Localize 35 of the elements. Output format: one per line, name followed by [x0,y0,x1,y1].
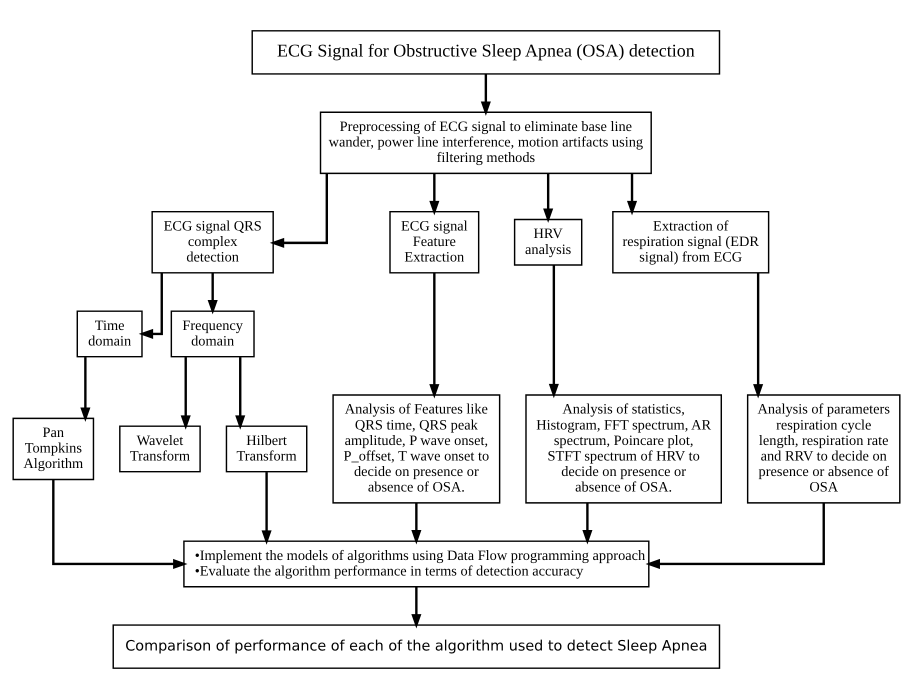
node-box: Preprocessing of ECG signal to eliminate base line wander, power line interference, motion artifacts using filtering methods [320,112,652,174]
node-box: Analysis of parameters respiration cycle length, respiration rate and RRV to decide on presence or absence of OSA [746,394,901,504]
arrow [480,74,491,116]
arrow [543,174,554,223]
arrow [208,273,218,314]
arrow [582,503,592,544]
arrow [411,503,422,544]
node-box: Comparison of performance of each of the algorithm used to detect Sleep Apnea [112,624,720,669]
arrow [646,503,825,570]
node-box: Wavelet Transform [119,425,201,472]
node-box: Analysis of statistics, Histogram, FFT spectrum, AR spectrum, Poincare plot, STFT spectrum of HRV to decide on presence or absence of OSA. [525,394,722,504]
node-box: Hilbert Transform [226,425,308,472]
arrow [626,174,638,216]
node-box: Frequency domain [170,310,255,358]
node-box: ECG signal QRS complex detection [151,211,274,274]
arrow [52,480,188,570]
node-box: ECG Signal for Obstructive Sleep Apnea (OSA) detection [252,30,720,75]
arrow [753,273,764,398]
node-box: ECG signal Feature Extraction [389,211,480,274]
arrow [270,173,328,248]
arrow [138,273,163,339]
arrow [180,357,191,430]
arrow [548,265,559,398]
arrow [80,357,90,422]
arrow [429,273,440,398]
node-box: Pan Tompkins Algorithm [12,418,94,480]
node-box: •Implement the models of algorithms using Data Flow programming approach •Evaluate the algorithm performance in terms of detection accuracy [183,540,650,588]
node-box: Extraction of respiration signal (EDR signal) from ECG [612,211,770,274]
arrow [235,357,246,430]
node-box: HRV analysis [514,218,582,266]
arrow [262,472,272,545]
arrow [411,587,422,628]
node-box: Time domain [76,310,143,358]
node-box: Analysis of Features like QRS time, QRS peak amplitude, P wave onset, P_offset, T wave onset to decide on presence or absence of OSA. [332,394,500,504]
arrow [429,174,440,216]
